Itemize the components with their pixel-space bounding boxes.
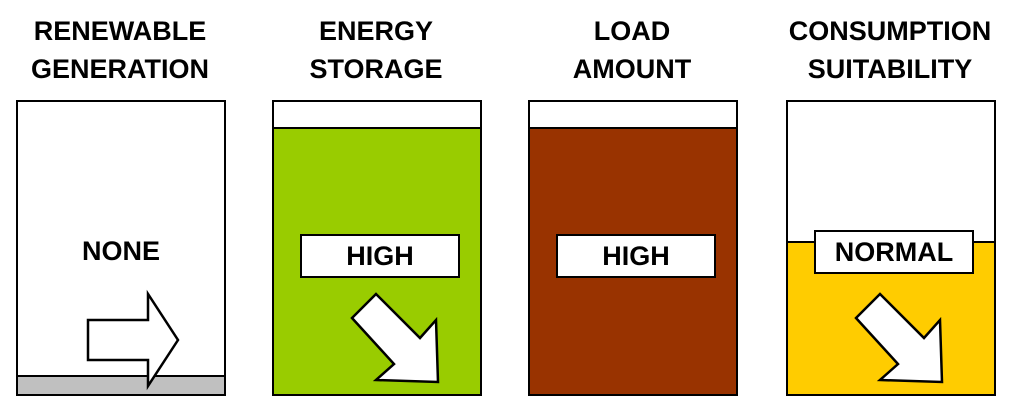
level-fill-edge [530,127,736,129]
panel-title: LOAD AMOUNT [512,12,752,88]
level-label-box: HIGH [300,234,460,278]
level-gauge: NORMAL [786,100,996,396]
down-right-arrow-icon [350,292,440,384]
level-fill-edge [274,127,480,129]
panel-load-amount: LOAD AMOUNT HIGH [512,0,752,420]
level-fill-edge [18,375,224,377]
level-fill [18,377,224,394]
right-arrow-icon [86,289,180,391]
panel-title: RENEWABLE GENERATION [0,12,240,88]
panel-energy-storage: ENERGY STORAGE HIGH [256,0,496,420]
title-line-2: GENERATION [30,54,209,84]
title-line-1: LOAD [593,16,671,46]
panel-renewable-generation: RENEWABLE GENERATION NONE [0,0,240,420]
title-line-2: AMOUNT [572,54,692,84]
title-line-2: STORAGE [309,54,443,84]
level-gauge: HIGH [272,100,482,396]
panel-title: CONSUMPTION SUITABILITY [770,12,1010,88]
title-line-1: ENERGY [318,16,434,46]
level-gauge: HIGH [528,100,738,396]
level-label-box: NORMAL [814,230,974,274]
level-label: NONE [81,236,160,266]
title-line-1: RENEWABLE [33,16,207,46]
level-gauge: NONE [16,100,226,396]
title-line-1: CONSUMPTION [788,16,992,46]
title-line-2: SUITABILITY [807,54,973,84]
down-right-arrow-icon [854,292,944,384]
panel-title: ENERGY STORAGE [256,12,496,88]
panel-consumption-suitability: CONSUMPTION SUITABILITY NORMAL [770,0,1010,420]
level-label-box: HIGH [556,234,716,278]
